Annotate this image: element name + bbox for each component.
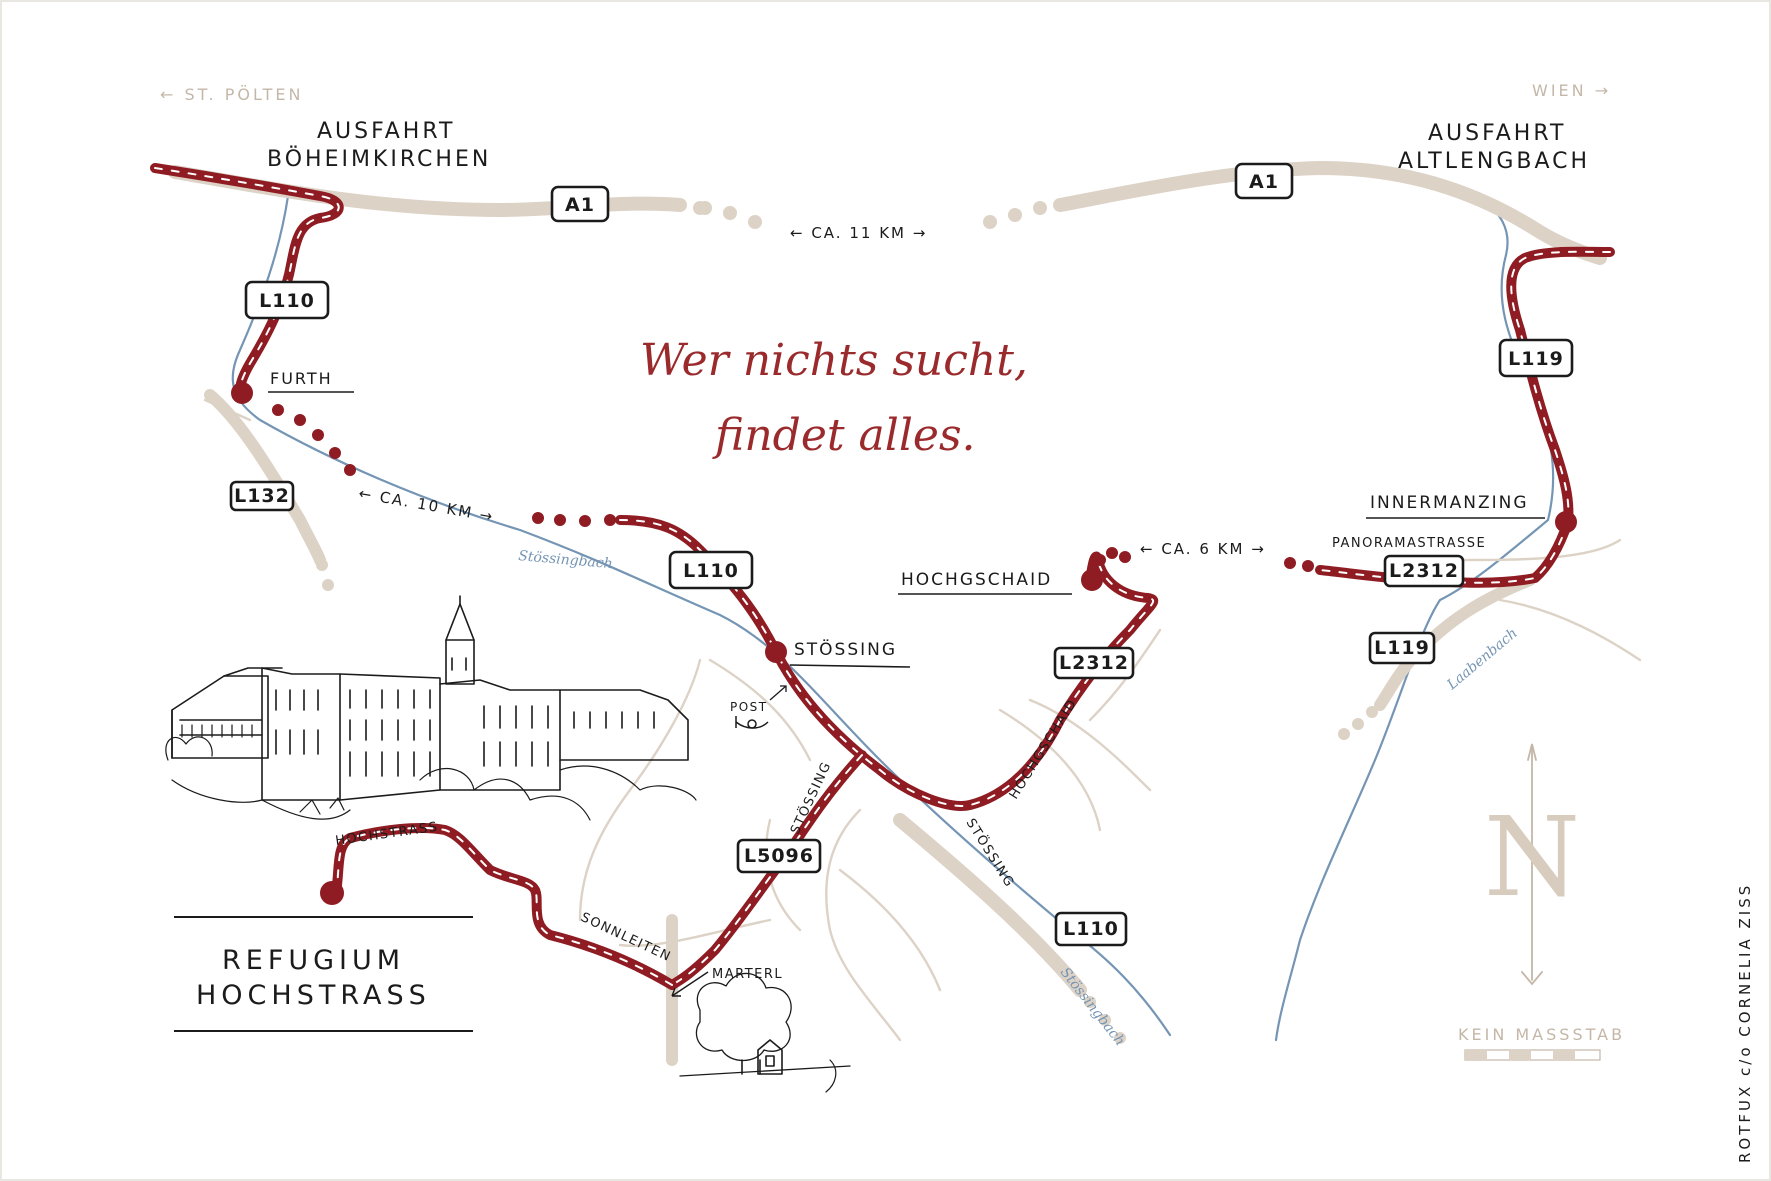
svg-text:L119: L119 [1508, 348, 1564, 370]
shield-l2312-right: L2312 [1383, 554, 1465, 588]
place-innermanzing: INNERMANZING [1370, 493, 1529, 513]
shield-a1-right: A1 [1234, 162, 1294, 200]
distance-hochgschaid-panorama: ← CA. 6 KM → [1140, 540, 1266, 558]
slogan-line2: findet alles. [712, 410, 976, 461]
exit-left-line1: AUSFAHRT [317, 119, 455, 144]
exit-left-line2: BÖHEIMKIRCHEN [267, 146, 491, 172]
svg-text:L2312: L2312 [1389, 560, 1459, 582]
direction-st-poelten: ← ST. PÖLTEN [160, 85, 304, 104]
destination-line1: REFUGIUM [222, 945, 405, 976]
river-label-laabenbach: Laabenbach [1444, 625, 1521, 693]
svg-text:A1: A1 [565, 194, 595, 216]
river-label-stoessingbach-2: Stössingbach [1057, 965, 1128, 1049]
svg-text:L110: L110 [259, 290, 315, 312]
credit-text: ROTFUX c/o CORNELIA ZISS [1736, 883, 1754, 1163]
highways [168, 161, 1607, 1066]
direction-wien: WIEN → [1532, 81, 1611, 100]
svg-text:L110: L110 [683, 560, 739, 582]
stoessingbach-river [231, 194, 1172, 1037]
exit-right-line2: ALTLENGBACH [1398, 149, 1590, 174]
place-hochgschaid: HOCHGSCHAID [901, 570, 1052, 590]
shield-l5096: L5096 [736, 838, 822, 874]
svg-text:L5096: L5096 [744, 845, 814, 867]
shield-l132: L132 [229, 480, 295, 512]
rivers [231, 194, 1555, 1042]
svg-text:L132: L132 [234, 485, 290, 507]
svg-text:L119: L119 [1374, 637, 1430, 659]
shield-a1-left: A1 [550, 185, 610, 223]
exit-right-line1: AUSFAHRT [1428, 121, 1566, 146]
distance-furth-stoessing: ← CA. 10 KM → [357, 484, 495, 526]
scale-label: KEIN MASSSTAB [1458, 1025, 1625, 1044]
north-arrow-icon [1521, 743, 1543, 986]
building-sketch [165, 595, 697, 821]
marker-hochgschaid [1081, 569, 1103, 591]
place-furth: FURTH [270, 369, 333, 388]
marterl-arrow-icon [671, 971, 709, 997]
post-horn-icon [735, 685, 787, 729]
shield-l110-mid: L110 [668, 550, 754, 590]
shield-l119-bottom: L119 [1368, 631, 1436, 665]
marker-furth [231, 382, 253, 404]
street-hochgschaid: HOCHGSCHAID [1007, 696, 1081, 802]
svg-text:L2312: L2312 [1059, 652, 1129, 674]
shield-l110-bottom: L110 [1054, 911, 1128, 947]
a1-highway-right [1053, 161, 1607, 265]
marker-stoessing [765, 641, 787, 663]
marker-refugium [320, 881, 344, 905]
place-hochstrass: HOCHSTRASS [334, 820, 439, 849]
place-marterl: MARTERL [712, 967, 783, 982]
marterl-sketch [679, 972, 851, 1093]
route-altlengbach-innermanzing [1506, 246, 1615, 527]
place-post: POST [730, 700, 768, 714]
slogan-line1: Wer nichts sucht, [640, 335, 1028, 386]
distance-a1: ← CA. 11 KM → [790, 224, 927, 242]
marker-innermanzing [1555, 511, 1577, 533]
svg-text:A1: A1 [1249, 171, 1279, 193]
shield-l119-top: L119 [1498, 338, 1574, 378]
route-sonnleiten-hochstrass [331, 823, 677, 990]
shield-l110-top: L110 [244, 280, 330, 320]
svg-text:L110: L110 [1063, 918, 1119, 940]
place-panoramastrasse: PANORAMASTRASSE [1332, 536, 1486, 551]
place-stoessing: STÖSSING [794, 638, 897, 660]
location-markers [231, 382, 1577, 905]
north-letter: N [1484, 793, 1580, 921]
destination-line2: HOCHSTRASS [196, 980, 431, 1011]
scale-bar [1464, 1049, 1601, 1061]
river-label-stoessingbach-1: Stössingbach [518, 548, 614, 572]
shield-l2312-left: L2312 [1053, 646, 1135, 680]
